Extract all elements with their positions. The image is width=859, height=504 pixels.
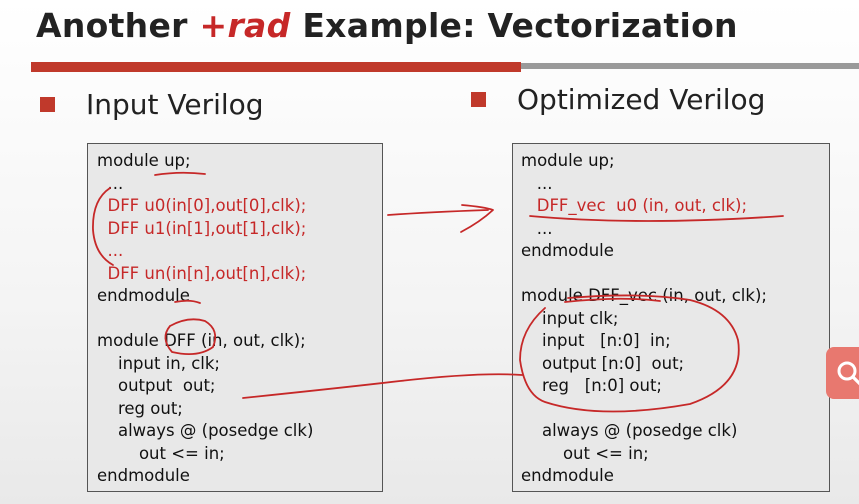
title-underline-gray [521, 63, 859, 69]
title-prefix: Another [36, 6, 200, 45]
input-verilog-code-line [97, 308, 382, 331]
slide-title: Another +rad Example: Vectorization [36, 6, 738, 45]
optimized-verilog-code-line: endmodule [521, 241, 614, 260]
input-verilog-code-line: input in, clk; [97, 353, 220, 373]
red-square-bullet-icon [40, 97, 55, 112]
arrow-shaft [387, 209, 489, 216]
optimized-verilog-code-line: output [n:0] out; [521, 353, 685, 373]
input-verilog-code: module up; ... DFF u0(in[0],out[0],clk);… [88, 150, 382, 488]
input-verilog-code-line: ... [97, 173, 124, 193]
left-heading: Input Verilog [86, 88, 264, 121]
optimized-verilog-code-box: module up; ... DFF_vec u0 (in, out, clk)… [512, 143, 830, 492]
optimized-verilog-code-line [521, 398, 829, 421]
input-verilog-code-line: endmodule [97, 286, 190, 305]
right-heading: Optimized Verilog [517, 83, 766, 116]
optimized-verilog-code-line: module DFF_vec (in, out, clk); [521, 286, 767, 305]
input-verilog-code-line: ... [97, 241, 124, 260]
input-verilog-code-line: DFF u0(in[0],out[0],clk); [97, 196, 307, 215]
input-verilog-code-box: module up; ... DFF u0(in[0],out[0],clk);… [87, 143, 383, 492]
optimized-verilog-code-line: module up; [521, 151, 615, 170]
input-verilog-code-line: DFF un(in[n],out[n],clk); [97, 263, 307, 283]
input-verilog-code-line: DFF u1(in[1],out[1],clk); [97, 218, 307, 238]
input-verilog-code-line: always @ (posedge clk) [97, 421, 314, 440]
input-verilog-code-line: module DFF (in, out, clk); [97, 331, 306, 350]
arrow-head [460, 204, 494, 233]
optimized-verilog-code-line: input [n:0] in; [521, 331, 671, 350]
input-verilog-code-line: endmodule [97, 466, 190, 485]
input-verilog-code-line: reg out; [97, 398, 183, 418]
search-button[interactable] [826, 347, 859, 399]
title-accent: +rad [199, 6, 291, 45]
title-underline-red [31, 62, 521, 72]
optimized-verilog-code-line: input clk; [521, 308, 619, 328]
optimized-verilog-code-line: out <= in; [521, 443, 649, 463]
optimized-verilog-code-line: endmodule [521, 466, 614, 485]
input-verilog-code-line: output out; [97, 376, 216, 395]
optimized-verilog-code-line: ... [521, 218, 553, 238]
optimized-verilog-code: module up; ... DFF_vec u0 (in, out, clk)… [513, 150, 829, 488]
red-square-bullet-icon [471, 92, 486, 107]
optimized-verilog-code-line: reg [n:0] out; [521, 376, 662, 395]
optimized-verilog-code-line: DFF_vec u0 (in, out, clk); [521, 196, 748, 215]
input-verilog-code-line: module up; [97, 151, 191, 170]
optimized-verilog-code-line: ... [521, 173, 553, 193]
optimized-verilog-code-line [521, 263, 829, 286]
search-icon [837, 361, 859, 386]
optimized-verilog-code-line: always @ (posedge clk) [521, 421, 738, 440]
input-verilog-code-line: out <= in; [97, 443, 225, 463]
title-suffix: Example: Vectorization [290, 6, 738, 45]
